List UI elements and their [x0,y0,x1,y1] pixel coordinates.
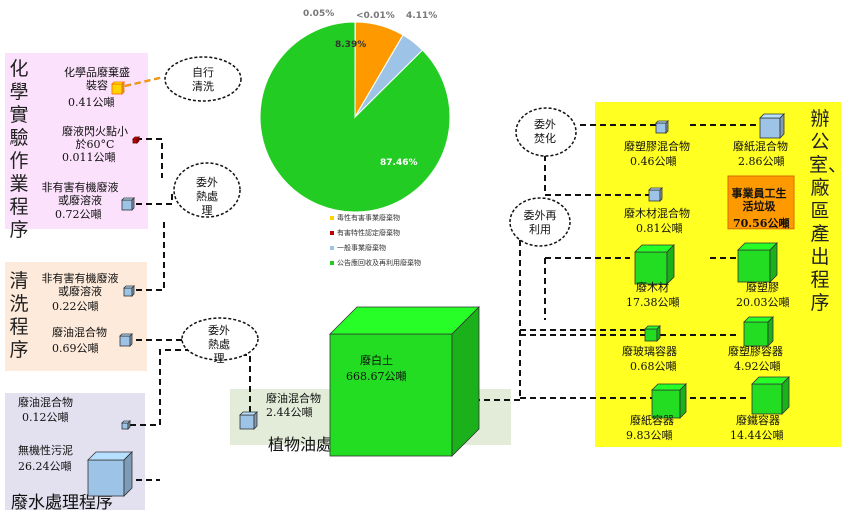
chem-container-label: 化學品廢棄盛裝容 [62,66,132,92]
oil-mix-clean-amount: 0.69公噸 [52,342,99,355]
nonhaz-liquid-lab-label: 非有害有機廢液或廢溶液 [40,181,120,207]
paper-mix-label: 廢紙混合物 [733,140,788,153]
nonhaz-liquid-lab-cube [122,198,134,210]
oil-mix-ww-label: 廢油混合物 [18,396,73,409]
iron-container-amount: 14.44公噸 [730,429,784,442]
flash-liquid-amount: 0.011公噸 [62,151,116,164]
chem-container-amount: 0.41公噸 [68,96,115,109]
oil-mix-veg-label: 廢油混合物 [266,392,321,405]
plastic-label: 廢塑膠 [746,281,779,294]
sludge-cube [88,452,132,496]
wood-amount: 17.38公噸 [626,296,680,309]
plastic-amount: 20.03公噸 [736,296,790,309]
clay-label: 廢白土 [360,354,393,367]
paper-container-label: 廢紙容器 [630,414,674,427]
iron-container-label: 廢鐵容器 [736,414,780,427]
paper-container-cube [652,384,686,418]
plastic-cube [738,243,777,282]
plastic-container-amount: 4.92公噸 [734,360,781,373]
nonhaz-liquid-clean-label: 非有害有機廢液或廢溶液 [40,272,120,298]
paper-mix-cube [760,114,784,138]
wood-mix-amount: 0.81公噸 [636,222,683,235]
sludge-amount: 26.24公噸 [18,460,72,473]
glass-amount: 0.68公噸 [630,360,677,373]
wood-mix-label: 廢木材混合物 [624,207,690,220]
general-label: 事業員工生活垃圾 [731,187,787,213]
oil-mix-veg-cube [240,412,257,429]
nonhaz-liquid-clean-amount: 0.22公噸 [52,300,99,313]
oil-mix-clean-cube [120,334,132,346]
nonhaz-liquid-lab-amount: 0.72公噸 [55,208,102,221]
plastic-container-cube [744,317,773,346]
wood-mix-cube [649,188,662,201]
plastic-mix-cube [656,121,668,133]
sludge-label: 無機性污泥 [18,444,73,457]
flash-liquid-marker [133,137,139,143]
oil-mix-veg-amount: 2.44公噸 [266,406,313,419]
plastic-mix-amount: 0.46公噸 [630,155,677,168]
glass-label: 廢玻璃容器 [622,345,677,358]
oil-mix-ww-cube [122,421,130,429]
wood-label: 廢木材 [636,281,669,294]
wood-cube [635,245,674,284]
nonhaz-liquid-clean-cube [124,286,134,296]
plastic-container-label: 廢塑膠容器 [728,345,783,358]
clay-amount: 668.67公噸 [346,370,407,383]
plastic-mix-label: 廢塑膠混合物 [624,140,690,153]
paper-mix-amount: 2.86公噸 [738,155,785,168]
paper-container-amount: 9.83公噸 [626,429,673,442]
oil-mix-ww-amount: 0.12公噸 [22,411,69,424]
iron-container-cube [752,377,789,414]
general-amount: 70.56公噸 [733,217,789,230]
glass-cube [645,326,660,341]
flash-liquid-label: 廢液閃火點小於60°C [60,125,130,151]
oil-mix-clean-label: 廢油混合物 [52,326,107,339]
